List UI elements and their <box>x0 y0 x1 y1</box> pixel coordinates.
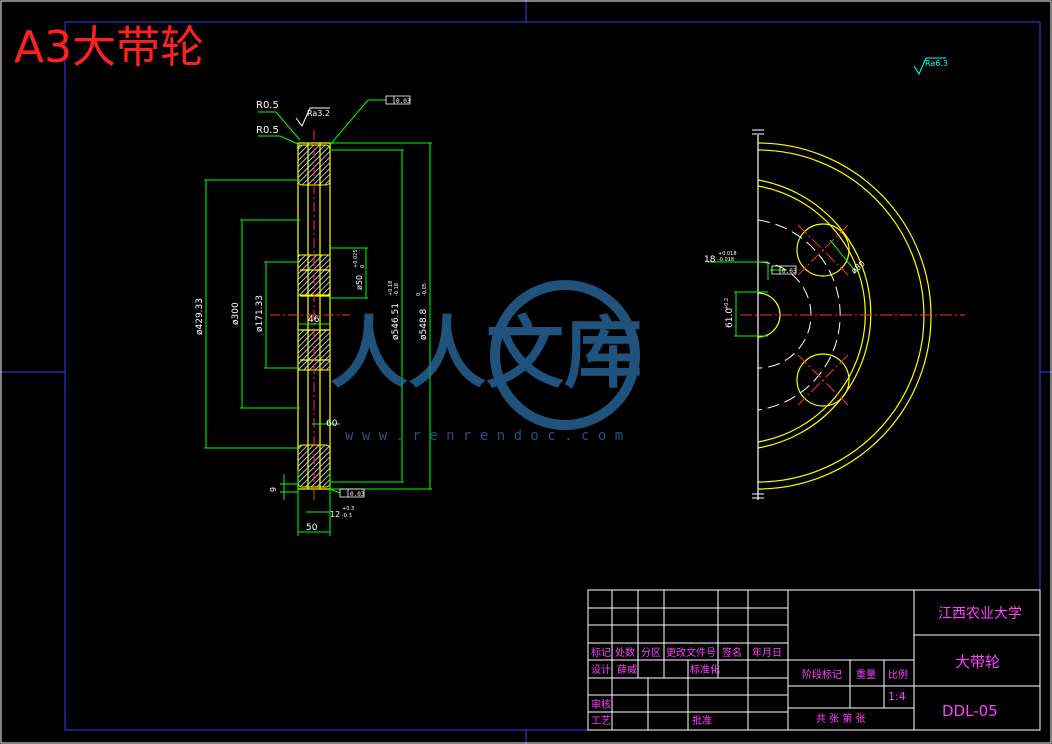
svg-text:0.03: 0.03 <box>782 268 797 275</box>
dim-web: 60 <box>326 419 338 429</box>
label-standardize: 标准化 <box>690 663 720 676</box>
dim-d548: ø548.8 <box>419 308 429 340</box>
svg-text:0: 0 <box>360 265 366 268</box>
col-header-date: 年月日 <box>752 646 782 659</box>
part-name: 大带轮 <box>955 653 1000 671</box>
tol-frame-top: 0.03 <box>385 95 411 105</box>
r-label-top: R0.5 <box>256 100 279 111</box>
label-stage-mark: 阶段标记 <box>802 668 842 681</box>
svg-text:-0.05: -0.05 <box>422 283 428 296</box>
watermark: 人人文库 w w w . r e n r e n d o c . c o m <box>330 280 642 444</box>
school-name: 江西农业大学 <box>938 606 1022 622</box>
sheet-title: A3大带轮 <box>14 22 204 73</box>
dim-groove-depth: 9 <box>269 487 278 492</box>
svg-text:Ra3.2: Ra3.2 <box>307 109 330 118</box>
svg-text:+0.2: +0.2 <box>724 298 730 310</box>
label-design: 设计 <box>591 663 611 676</box>
label-review: 审核 <box>591 698 611 711</box>
dim-overall-width: 50 <box>306 523 318 533</box>
svg-text:0.03: 0.03 <box>396 98 411 105</box>
svg-text:0: 0 <box>416 293 422 296</box>
dim-bore: ø50 <box>355 275 364 290</box>
svg-text:Ra6.3: Ra6.3 <box>925 59 948 68</box>
dimension-lines <box>204 99 432 536</box>
label-process: 工艺 <box>591 715 611 727</box>
roughness-symbol <box>295 107 330 127</box>
svg-text:-0.18: -0.18 <box>394 283 400 296</box>
svg-text:+0.18: +0.18 <box>388 281 394 296</box>
dim-d429: ø429.33 <box>195 298 205 335</box>
drawing-number: DDL-05 <box>942 702 998 720</box>
section-view: Ra3.2 0.03 0.03 R0.5 R0.5 ø429.33 ø300 ø… <box>195 95 432 536</box>
front-view: 0.03 18 +0.018 -0.018 61.0 +0.2 ø80 <box>704 129 965 500</box>
svg-text:+0.018: +0.018 <box>718 251 737 257</box>
designer-name: 薛威 <box>617 663 637 676</box>
col-header-change-doc: 更改文件号 <box>666 646 716 659</box>
col-header-count: 处数 <box>615 646 635 659</box>
global-roughness-symbol: Ra6.3 <box>913 57 948 76</box>
svg-text:-0.018: -0.018 <box>718 257 734 263</box>
svg-text:0.03: 0.03 <box>350 491 365 498</box>
label-weight: 重量 <box>856 668 876 681</box>
svg-text:+0.025: +0.025 <box>353 249 359 268</box>
svg-text:-0.3: -0.3 <box>342 513 352 519</box>
r-label-mid: R0.5 <box>256 125 279 136</box>
dim-d300: ø300 <box>231 302 241 325</box>
tol-frame-bottom: 0.03 <box>339 488 365 498</box>
col-header-mark: 标记 <box>591 647 611 659</box>
label-approve: 批准 <box>692 714 712 727</box>
front-tol-frame: 0.03 <box>771 265 797 275</box>
watermark-url: w w w . r e n r e n d o c . c o m <box>345 428 623 444</box>
key-width: 18 <box>704 255 716 265</box>
svg-text:+0.3: +0.3 <box>342 506 354 512</box>
col-header-zone: 分区 <box>641 647 661 659</box>
dim-hub-width: 46 <box>308 315 320 325</box>
dim-d546: ø546.51 <box>391 303 401 340</box>
sheets-info: 共 张 第 张 <box>816 712 866 725</box>
watermark-text: 人人文库 <box>330 309 642 399</box>
title-block: 标记 处数 分区 更改文件号 签名 年月日 设计 薛威 标准化 审核 工艺 批准… <box>587 589 1041 731</box>
label-scale: 比例 <box>888 668 908 681</box>
scale-value: 1:4 <box>888 690 906 703</box>
dim-d171: ø171.33 <box>255 295 265 332</box>
key-depth: 61.0 <box>725 308 735 328</box>
col-header-signature: 签名 <box>722 646 742 659</box>
watermark-logo-icon <box>490 280 640 430</box>
dim-groove-pitch: 12 <box>330 510 340 519</box>
